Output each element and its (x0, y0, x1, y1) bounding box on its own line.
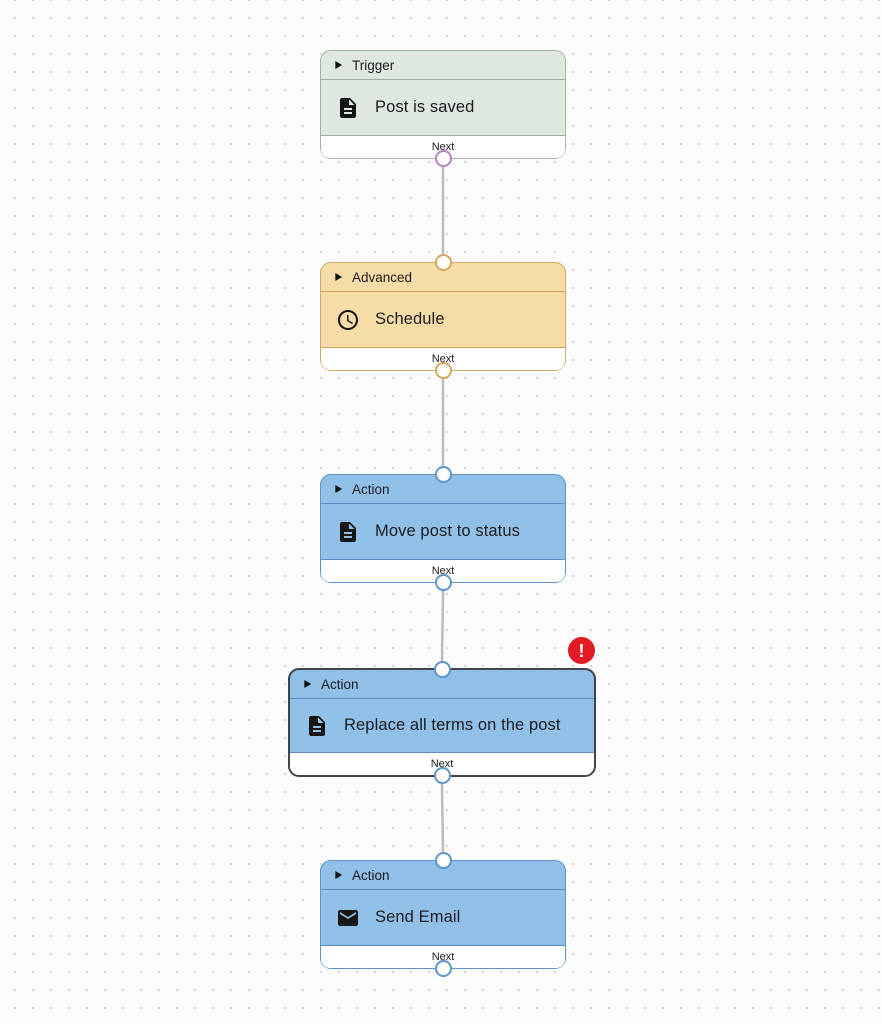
node-trigger-post-is-saved[interactable]: Trigger Post is saved Next (320, 50, 566, 167)
next-label: Next (431, 951, 455, 963)
node-header[interactable]: Action (321, 475, 565, 504)
node-category-label: Action (352, 481, 390, 497)
input-port[interactable] (434, 254, 452, 271)
collapse-triangle-icon[interactable] (334, 870, 343, 880)
collapse-triangle-icon[interactable] (334, 272, 343, 282)
node-body: Replace all terms on the post (290, 699, 594, 752)
error-badge-glyph: ! (578, 640, 585, 661)
node-header[interactable]: Advanced (321, 263, 565, 292)
node-footer: Next (321, 347, 565, 370)
next-label: Next (431, 141, 455, 153)
node-category-label: Action (321, 676, 359, 692)
node-header[interactable]: Trigger (321, 51, 565, 80)
output-port[interactable] (434, 574, 452, 591)
next-label: Next (430, 758, 454, 770)
document-icon (336, 520, 360, 544)
node-action-replace-all-terms[interactable]: ! Action Replace all terms on the post N… (288, 637, 596, 784)
node-advanced-schedule[interactable]: Advanced Schedule Next (320, 254, 566, 379)
node-body: Post is saved (321, 80, 565, 135)
collapse-triangle-icon[interactable] (334, 484, 343, 494)
output-port[interactable] (434, 150, 452, 167)
input-port[interactable] (433, 661, 451, 678)
node-title: Schedule (375, 310, 445, 328)
envelope-icon (336, 906, 360, 930)
node-footer: Next (321, 559, 565, 582)
node-title: Replace all terms on the post (344, 716, 561, 734)
node-footer: Next (290, 752, 594, 775)
node-title: Move post to status (375, 522, 520, 540)
next-label: Next (431, 353, 455, 365)
node-title: Post is saved (375, 98, 475, 116)
node-body: Schedule (321, 292, 565, 347)
node-action-send-email[interactable]: Action Send Email Next (320, 852, 566, 977)
node-body: Send Email (321, 890, 565, 945)
node-footer: Next (321, 945, 565, 968)
input-port[interactable] (434, 852, 452, 869)
next-label: Next (431, 565, 455, 577)
document-icon (305, 714, 329, 738)
output-port[interactable] (433, 767, 451, 784)
node-header[interactable]: Action (290, 670, 594, 699)
document-icon (336, 96, 360, 120)
node-action-move-post-to-status[interactable]: Action Move post to status Next (320, 466, 566, 591)
node-category-label: Advanced (352, 269, 413, 285)
collapse-triangle-icon[interactable] (303, 679, 312, 689)
error-badge[interactable]: ! (568, 637, 595, 664)
collapse-triangle-icon[interactable] (334, 60, 343, 70)
input-port[interactable] (434, 466, 452, 483)
clock-icon (336, 308, 360, 332)
connection-edge (440, 581, 445, 670)
node-category-label: Action (352, 867, 390, 883)
node-title: Send Email (375, 908, 461, 926)
node-body: Move post to status (321, 504, 565, 559)
node-footer: Next (321, 135, 565, 158)
output-port[interactable] (434, 960, 452, 977)
connection-edge (440, 775, 445, 862)
output-port[interactable] (434, 362, 452, 379)
node-header[interactable]: Action (321, 861, 565, 890)
node-category-label: Trigger (352, 57, 395, 73)
